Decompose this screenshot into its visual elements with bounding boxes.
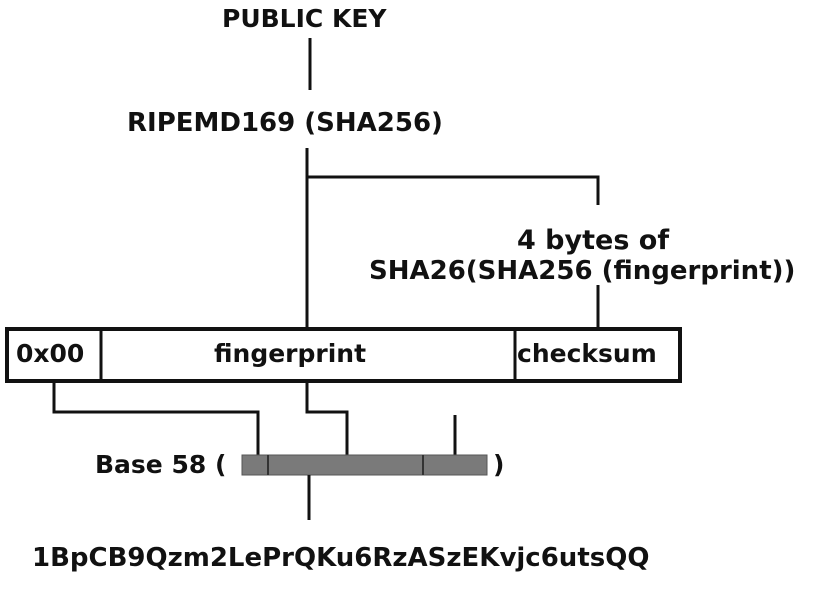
connector-hash-branch xyxy=(307,175,600,205)
address-fields-box xyxy=(5,327,682,383)
base58-bar xyxy=(241,454,488,476)
connector-fingerprint-to-base58 xyxy=(305,381,349,455)
hash-step-label: RIPEMD169 (SHA256) xyxy=(127,108,443,138)
checksum-note-line1: 4 bytes of xyxy=(517,225,670,256)
field-checksum: checksum xyxy=(517,339,657,368)
field-fingerprint: fingerprint xyxy=(214,339,367,368)
public-key-label: PUBLIC KEY xyxy=(222,4,387,33)
connector-version-to-base58 xyxy=(52,381,260,455)
base58-label: Base 58 ( xyxy=(95,450,227,479)
base58-close-paren: ) xyxy=(493,450,505,479)
checksum-note-line2: SHA26(SHA256 (fingerprint)) xyxy=(369,256,796,286)
field-version: 0x00 xyxy=(16,339,85,368)
address-output: 1BpCB9Qzm2LePrQKu6RzASzEKvjc6utsQQ xyxy=(32,543,650,573)
